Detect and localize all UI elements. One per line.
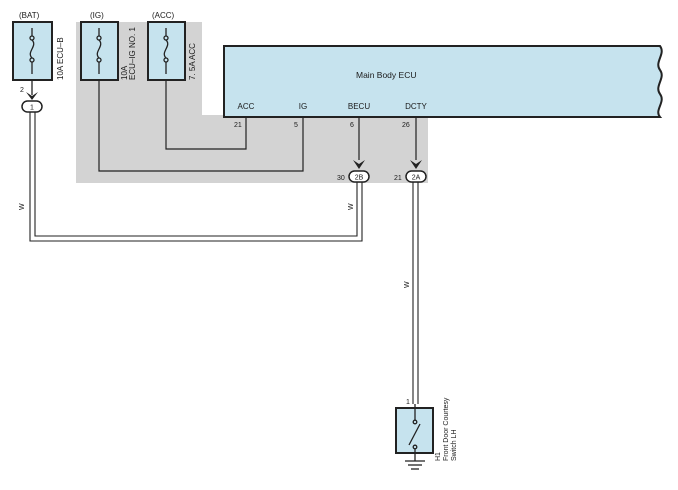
fuse-icon <box>96 28 102 74</box>
ecu-body <box>223 45 663 118</box>
wire-color-dcty: W <box>404 281 411 288</box>
connector-arrow-icon <box>26 92 38 100</box>
fuse-source-label: (IG) <box>90 11 104 20</box>
connector-id: 2B <box>355 175 364 182</box>
ecu-pin-ig-number: 5 <box>294 122 298 129</box>
ecu-pin-acc-number: 21 <box>234 122 242 129</box>
ecu-pin-ig-name: IG <box>299 102 307 111</box>
switch-name-line2: Switch LH <box>451 429 458 461</box>
wire-bat-to-becu <box>29 112 363 242</box>
connector-arrow-icon <box>410 160 422 169</box>
switch-code: H1 <box>435 452 442 461</box>
fuse-acc: (ACC) 7. 5A ACC <box>147 11 197 81</box>
ecu-pin-acc-name: ACC <box>238 102 255 111</box>
ecu-pin-dcty-number: 26 <box>402 122 410 129</box>
fuse-name: 7. 5A ACC <box>188 43 197 80</box>
wire-color-becu: W <box>348 203 355 210</box>
fuse-name-line2: ECU–IG NO. 1 <box>128 27 137 80</box>
fuse-icon <box>163 28 169 74</box>
wire-ig <box>98 80 304 172</box>
ecu-pin-dcty-name: DCTY <box>405 102 427 111</box>
ecu-title: Main Body ECU <box>356 70 416 80</box>
connector-shell <box>348 170 370 183</box>
fuse-ecu-b: (BAT) 10A ECU–B 2 1 <box>12 11 65 113</box>
ground-icon <box>405 460 425 470</box>
fuse-ecu-ig-no-1: (IG) 10A ECU–IG NO. 1 <box>80 11 137 81</box>
ecu-pin-becu-number: 6 <box>350 122 354 129</box>
wire-acc <box>165 80 247 150</box>
connector-arrow-icon <box>353 160 365 169</box>
main-body-ecu: Main Body ECU ACC IG BECU DCTY <box>223 45 663 118</box>
connector-2a: 2A 21 <box>394 160 427 183</box>
wires <box>98 80 417 172</box>
fuse-pin-number: 2 <box>20 87 24 94</box>
connector-shell <box>405 170 427 183</box>
fuse-name-line1: 10A <box>120 65 129 80</box>
fuse-source-label: (ACC) <box>152 11 175 20</box>
connector-id: 2A <box>412 175 421 182</box>
connector-pin: 21 <box>394 175 402 182</box>
wire-bat-to-becu-inner <box>34 112 358 237</box>
switch-pin-number: 1 <box>406 399 410 406</box>
ecu-pin-becu-name: BECU <box>348 102 370 111</box>
connector-2b: 2B 30 <box>337 160 370 183</box>
connector-id: 1 <box>30 105 34 112</box>
wire-color-bat: W <box>19 203 26 210</box>
fuse-name: 10A ECU–B <box>56 37 65 80</box>
front-door-courtesy-switch-lh: 1 H1 Front Door Courtesy Switch LH <box>395 397 458 470</box>
connector-1 <box>21 100 43 113</box>
connector-pin: 30 <box>337 175 345 182</box>
fuse-icon <box>29 28 35 74</box>
switch-icon <box>408 404 421 450</box>
fuse-source-label: (BAT) <box>19 11 40 20</box>
switch-name-line1: Front Door Courtesy <box>443 397 450 461</box>
